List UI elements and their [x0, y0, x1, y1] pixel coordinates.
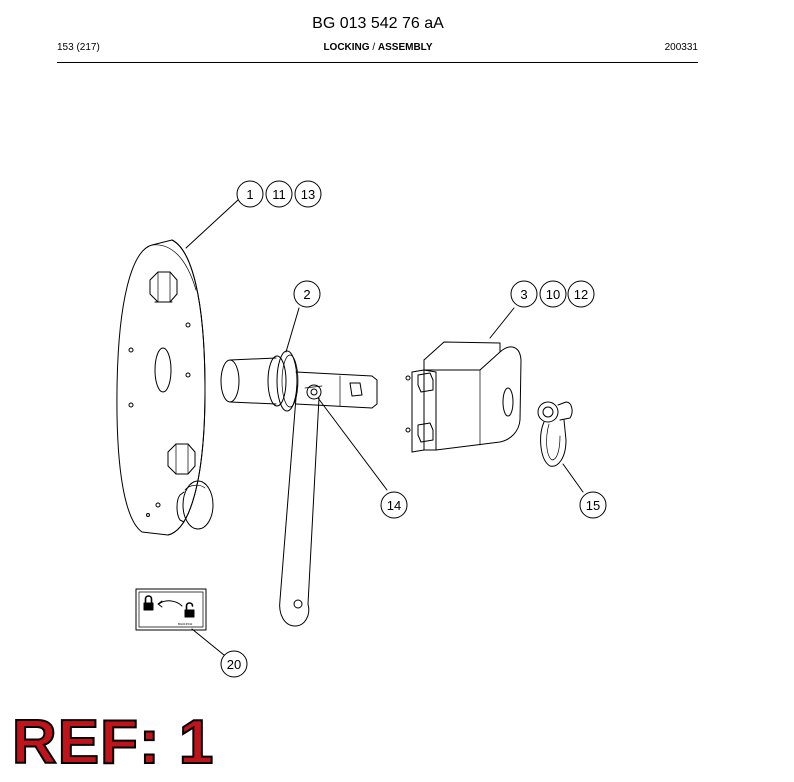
callout-12: 12 [567, 280, 595, 308]
decal-small-text: BG013542 [178, 622, 193, 626]
header-rule [57, 62, 698, 63]
callout-11-label: 11 [272, 187, 286, 202]
shackle [537, 401, 573, 467]
lock-decal: BG013542 [135, 588, 207, 631]
callout-10-label: 10 [546, 287, 560, 302]
callout-14: 14 [380, 491, 408, 519]
callout-13: 13 [294, 180, 322, 208]
locking-pin [220, 350, 378, 627]
callout-20: 20 [220, 650, 248, 678]
section-locking: LOCKING [323, 42, 370, 53]
callout-11: 11 [265, 180, 293, 208]
page-reference: 153 (217) [57, 42, 100, 53]
callout-1-label: 1 [246, 187, 253, 202]
section-separator: / [369, 42, 378, 53]
callout-14-label: 14 [387, 498, 401, 513]
callout-20-label: 20 [227, 657, 241, 672]
callout-2: 2 [293, 280, 321, 308]
mounting-plate [116, 239, 214, 536]
leader-lines [185, 199, 584, 656]
callout-12-label: 12 [574, 287, 588, 302]
callout-15: 15 [579, 491, 607, 519]
ref-stamp: REF: 1 [11, 708, 215, 777]
section-assembly: ASSEMBLY [377, 42, 433, 53]
callout-2-label: 2 [303, 287, 310, 302]
date-code: 200331 [664, 42, 698, 53]
callout-3: 3 [510, 280, 538, 308]
lock-bracket [405, 341, 522, 453]
callout-3-label: 3 [520, 287, 527, 302]
callout-15-label: 15 [586, 498, 600, 513]
callout-1: 1 [236, 180, 264, 208]
document-number: BG 013 542 76 aA [312, 15, 444, 32]
section-title: LOCKING / ASSEMBLY [0, 42, 756, 53]
callout-13-label: 13 [301, 187, 315, 202]
callout-10: 10 [539, 280, 567, 308]
